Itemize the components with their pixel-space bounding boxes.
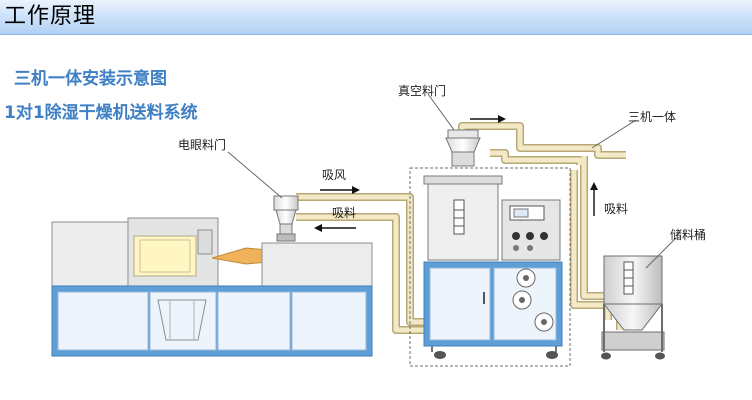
injection-molding-machine [51,217,373,357]
label-suction-material-right: 吸料 [604,202,629,216]
machine-control-panel [197,229,213,255]
diagram-subtitle: 1对1除湿干燥机送料系统 [4,103,198,123]
machine-base-panel-4 [291,291,367,351]
label-suction-material-left: 吸料 [332,206,357,220]
dryer-sight-glass [453,199,465,235]
three-in-one-dryer [409,129,571,367]
machine-base-panel-1 [57,291,149,351]
label-vacuum-valve: 真空料门 [398,84,447,98]
label-electric-eye-valve: 电眼料门 [178,138,227,152]
leader-lines [227,93,677,269]
storage-bin [601,255,665,360]
machine-yellow-window [133,235,197,277]
label-three-in-one: 三机一体 [628,110,677,124]
pipe-top-three-in-one [458,122,626,159]
dryer-dashed-outline [409,167,571,367]
machine-upper-left [51,221,131,287]
machine-base-panel-3 [217,291,291,351]
flow-arrows [314,115,598,232]
electric-eye-hopper [273,195,299,242]
machine-barrel [261,242,373,288]
machine-nozzle [211,247,269,265]
diagram-title: 三机一体安装示意图 [14,69,167,89]
label-suction-air: 吸风 [322,168,347,182]
label-storage-bin: 储料桶 [670,228,707,242]
header-bar: 工作原理 [0,0,752,35]
header-title: 工作原理 [4,4,97,29]
vacuum-hopper-body [445,137,481,153]
